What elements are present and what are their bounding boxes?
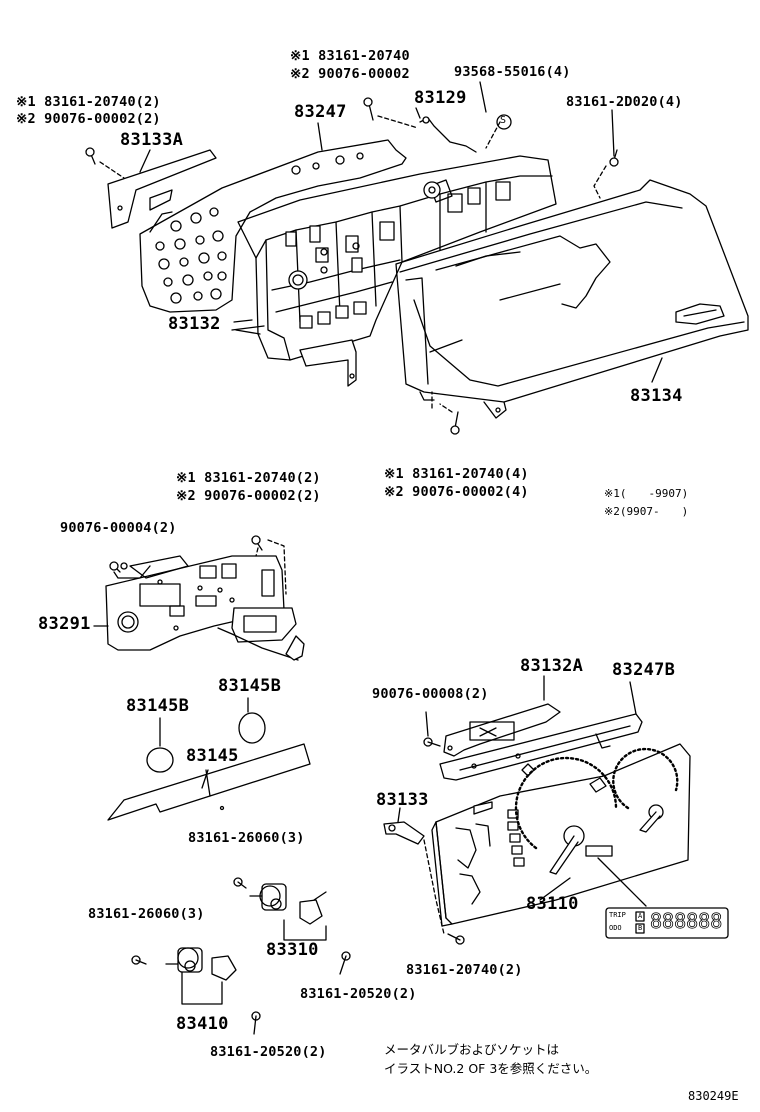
- trip-b-label: B: [638, 924, 643, 932]
- screws-top: [85, 97, 619, 435]
- part-number-2d020: 83161-2D020(4): [566, 94, 683, 110]
- japanese-note-line-1: メータバルブおよびソケットは: [384, 1042, 560, 1057]
- note-left-1: ※1 83161-20740(2): [16, 94, 161, 110]
- note-mid-2: ※2 90076-00002(2): [176, 488, 321, 504]
- part-83110: 83110: [526, 894, 579, 914]
- key-note-2: ※2(9907- ): [604, 505, 689, 518]
- odometer-digits: 888888: [650, 909, 723, 933]
- note-top-1: ※1 83161-20740: [290, 48, 410, 64]
- switch-83310: [249, 883, 327, 941]
- part-83145b-left: 83145B: [126, 696, 190, 716]
- screws-cluster: [423, 737, 465, 945]
- leader-lines-top: [139, 81, 663, 383]
- part-83129: 83129: [414, 88, 467, 108]
- bracket-83132a: [443, 703, 561, 757]
- trip-a-label: A: [638, 912, 643, 920]
- meter-case-83132: [231, 155, 557, 387]
- part-number-20740: 83161-20740(2): [406, 962, 523, 978]
- part-83291: 83291: [38, 614, 91, 634]
- bracket-83133a: [107, 149, 217, 229]
- part-83132: 83132: [168, 314, 221, 334]
- part-83310: 83310: [266, 940, 319, 960]
- part-83247b: 83247B: [612, 660, 676, 680]
- part-number-26060-b: 83161-26060(3): [88, 906, 205, 922]
- trip-label: TRIP: [609, 911, 626, 919]
- screws-83291: [109, 535, 263, 573]
- bulbs-83145b: [146, 697, 266, 773]
- screws-switches: [131, 877, 351, 1035]
- odometer-display-inset: [605, 907, 729, 939]
- reference-code: 830249E: [688, 1089, 739, 1103]
- japanese-note-line-2: イラストNO.2 OF 3を参照ください。: [384, 1061, 598, 1076]
- part-83247: 83247: [294, 102, 347, 122]
- part-83133: 83133: [376, 790, 429, 810]
- note-bottom-1: ※1 83161-20740(4): [384, 466, 529, 482]
- leader-lines-cluster: [201, 675, 637, 901]
- part-83134: 83134: [630, 386, 683, 406]
- part-number-26060-a: 83161-26060(3): [188, 830, 305, 846]
- note-mid-1: ※1 83161-20740(2): [176, 470, 321, 486]
- part-number-20520-a: 83161-20520(2): [300, 986, 417, 1002]
- odo-label: ODO: [609, 924, 622, 932]
- assembly-lines-83291: [255, 539, 287, 595]
- note-bottom-2: ※2 90076-00002(4): [384, 484, 529, 500]
- part-83145: 83145: [186, 746, 239, 766]
- bracket-83133: [383, 821, 425, 845]
- part-83132a: 83132A: [520, 656, 584, 676]
- part-83145b-right: 83145B: [218, 676, 282, 696]
- s-mark: S: [500, 115, 507, 126]
- part-number-93568: 93568-55016(4): [454, 64, 571, 80]
- connector-83129: [419, 116, 477, 153]
- part-number-20520-b: 83161-20520(2): [210, 1044, 327, 1060]
- part-83410: 83410: [176, 1014, 229, 1034]
- assembly-lines-cluster: [423, 839, 445, 935]
- key-note-1: ※1( -9907): [604, 487, 689, 500]
- note-top-2: ※2 90076-00002: [290, 66, 410, 82]
- circuit-board-83291: [105, 555, 305, 661]
- printed-circuit-83247: [139, 139, 407, 313]
- part-83133a: 83133A: [120, 130, 184, 150]
- part-number-00004: 90076-00004(2): [60, 520, 177, 536]
- note-left-2: ※2 90076-00002(2): [16, 111, 161, 127]
- meter-83110: [431, 743, 691, 927]
- switch-83410: [165, 947, 237, 1005]
- glass-83134: [395, 179, 749, 419]
- part-number-00008: 90076-00008(2): [372, 686, 489, 702]
- assembly-lines-top: [99, 115, 607, 413]
